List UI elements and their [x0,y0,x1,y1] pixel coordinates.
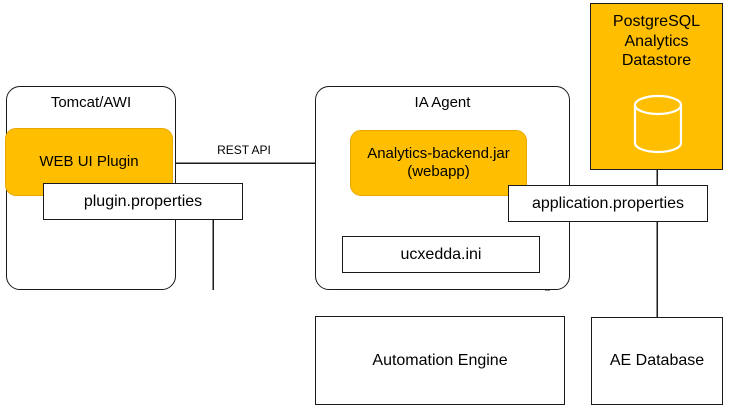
node-web-ui-plugin-label: WEB UI Plugin [39,152,139,170]
node-analytics-backend-jar[interactable]: Analytics-backend.jar (webapp) [350,130,527,196]
node-postgresql-analytics-datastore[interactable]: PostgreSQL Analytics Datastore [590,3,723,170]
container-tomcat-awi-label: Tomcat/AWI [50,94,132,111]
node-application-properties-label: application.properties [531,194,685,212]
node-ucxedda-ini-label: ucxedda.ini [400,245,482,263]
node-plugin-properties[interactable]: plugin.properties [43,183,243,220]
node-automation-engine[interactable]: Automation Engine [315,316,565,405]
node-plugin-properties-label: plugin.properties [83,192,203,210]
edge-label-rest-api: REST API [196,141,292,159]
node-ae-database[interactable]: AE Database [591,317,723,405]
node-automation-engine-label: Automation Engine [372,351,508,369]
node-postgresql-analytics-datastore-label: PostgreSQL Analytics Datastore [612,13,701,70]
node-analytics-backend-jar-label: Analytics-backend.jar (webapp) [367,144,510,180]
database-cylinder-icon [633,94,683,154]
node-ucxedda-ini[interactable]: ucxedda.ini [342,236,540,273]
node-application-properties[interactable]: application.properties [508,185,708,222]
container-ia-agent-label: IA Agent [414,94,471,111]
edge-label-rest-api-text: REST API [217,142,271,157]
node-ae-database-label: AE Database [609,352,705,370]
